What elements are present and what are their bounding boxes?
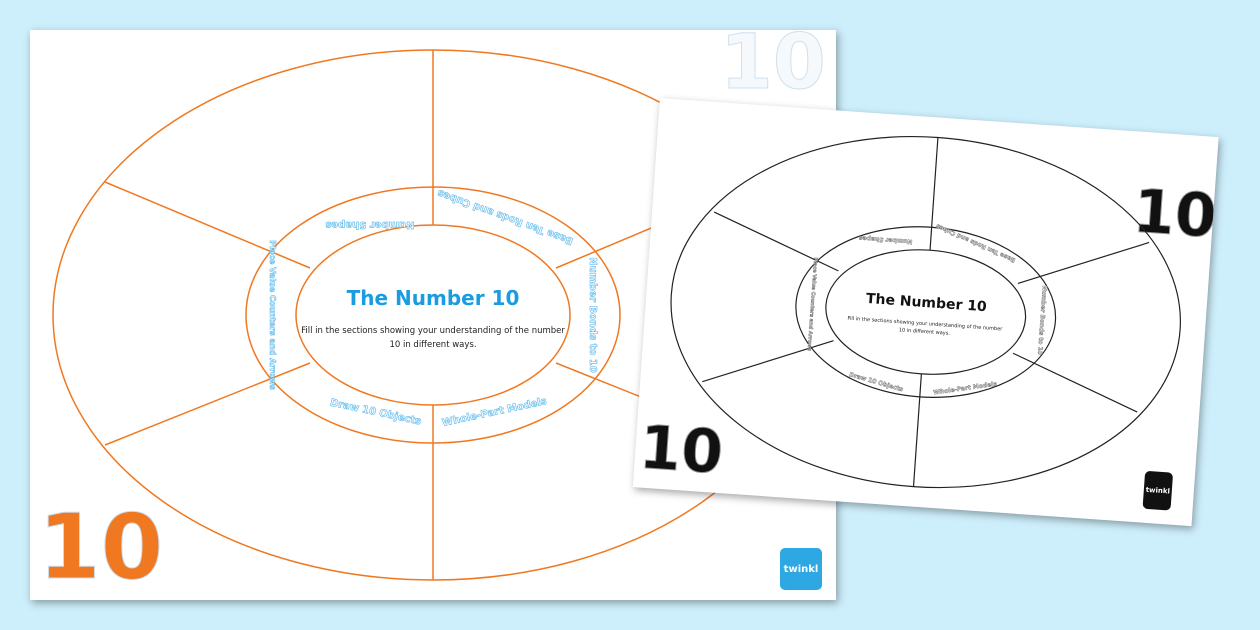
twinkl-logo: twinkl: [780, 548, 822, 590]
big-number-top: 10: [720, 30, 826, 106]
inner-ellipse: [295, 224, 571, 406]
section-label: Number Bonds to 10: [587, 257, 598, 373]
section-label: Number Shapes: [325, 219, 414, 230]
section-label: Draw 10 Objects: [329, 398, 422, 428]
big-number-bottom: 10: [637, 413, 725, 489]
section-label: Base Ten Rods and Cubes: [935, 222, 1017, 264]
big-number-top: 10: [1131, 176, 1219, 252]
section-label: Number Bonds to 10: [1036, 285, 1048, 355]
twinkl-logo: twinkl: [1142, 470, 1174, 511]
worksheet-title: The Number 10: [865, 291, 987, 315]
section-label: Whole-Part Models: [933, 381, 998, 397]
worksheet-title: The Number 10: [347, 286, 520, 310]
section-label: Place Value Counters and Arrows: [268, 240, 277, 390]
instructions-line-1: Fill in the sections showing your unders…: [301, 326, 565, 336]
black-white-worksheet: 10 10 The Number 10 Fill in the sections…: [632, 98, 1219, 527]
section-label: Draw 10 Objects: [848, 371, 904, 393]
instructions-line-2: 10 in different ways.: [899, 327, 951, 337]
section-label: Number Shapes: [858, 234, 912, 245]
instructions-line-2: 10 in different ways.: [389, 340, 476, 350]
big-number-bottom: 10: [38, 495, 163, 600]
